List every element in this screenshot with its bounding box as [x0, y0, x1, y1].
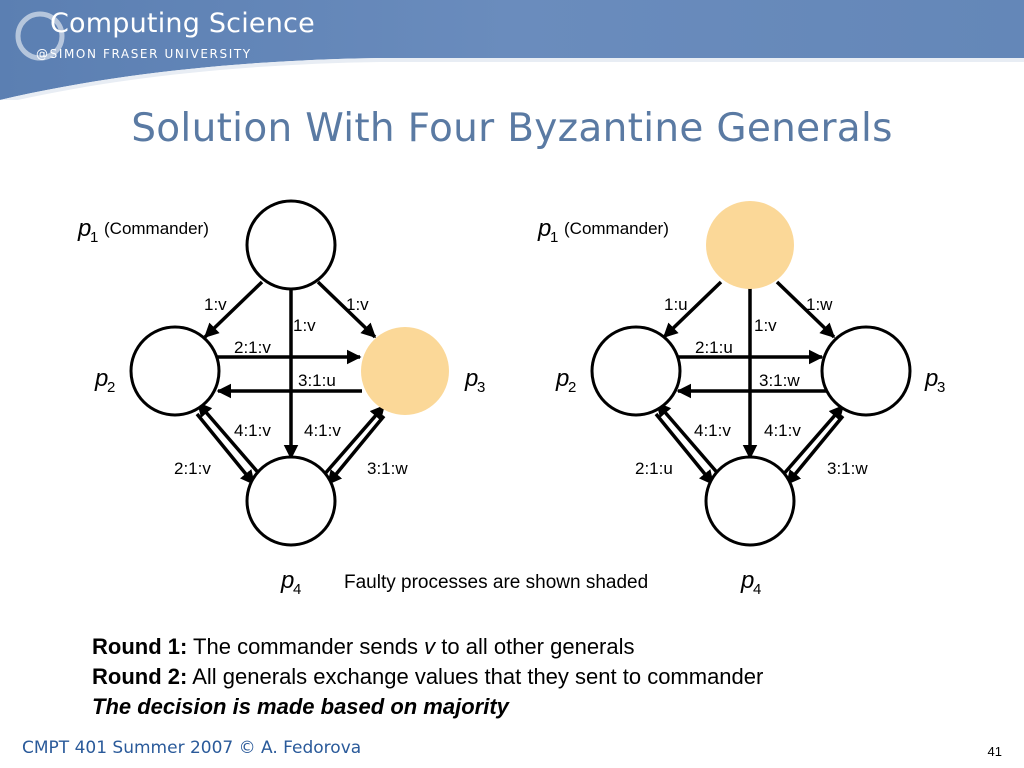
node-p1: [245, 199, 337, 291]
label-p2-p3: 2:1:v: [234, 338, 271, 357]
sub-p2: 2: [107, 379, 115, 396]
label-p2-p3: 2:1:u: [695, 338, 733, 357]
edge-p1-p2: [203, 280, 264, 339]
label-p4-p3: 4:1:v: [304, 421, 341, 440]
round-2-label: Round 2:: [92, 664, 188, 689]
edge-p1-p2: [662, 280, 723, 339]
round-1-label: Round 1:: [92, 634, 188, 659]
round-1-line: Round 1: The commander sends v to all ot…: [92, 632, 763, 662]
sub-p1: 1: [90, 229, 98, 246]
name-p2: p: [94, 365, 108, 392]
logo-title: Computing Science: [50, 8, 315, 39]
node-p2: [590, 325, 682, 417]
label-p1-p2: 1:v: [204, 295, 227, 314]
decision-line: The decision is made based on majority: [92, 694, 509, 719]
slide-title: Solution With Four Byzantine Generals: [131, 106, 893, 151]
sub-p3: 3: [937, 379, 945, 396]
node-p3: [820, 325, 912, 417]
label-p2-p4: 2:1:u: [635, 459, 673, 478]
round-1-text-a: The commander sends: [193, 634, 425, 659]
page-number: 41: [987, 744, 1002, 759]
label-p2-p4: 2:1:v: [174, 459, 211, 478]
edge-p3-p4: [326, 414, 386, 486]
round-2-line: Round 2: All generals exchange values th…: [92, 662, 763, 692]
name-p4: p: [740, 567, 754, 594]
node-p2: [129, 325, 221, 417]
edge-p2-p4: [654, 412, 715, 486]
edge-p1-p3: [775, 280, 836, 339]
label-p4-p3: 4:1:v: [764, 421, 801, 440]
name-p2: p: [555, 365, 569, 392]
rounds-text: Round 1: The commander sends v to all ot…: [92, 632, 763, 722]
edge-p1-p3: [316, 280, 377, 339]
node-p1-faulty: [706, 201, 794, 289]
faulty-caption: Faulty processes are shown shaded: [344, 572, 649, 593]
label-p3-p4: 3:1:w: [367, 459, 408, 478]
sub-p3: 3: [477, 379, 485, 396]
round-1-text-b: to all other generals: [435, 634, 635, 659]
edge-p3-p4: [785, 414, 845, 486]
commander-note: (Commander): [564, 219, 669, 238]
label-p1-p2: 1:u: [664, 295, 688, 314]
sub-p1: 1: [550, 229, 558, 246]
commander-note: (Commander): [104, 219, 209, 238]
round-1-var: v: [424, 634, 436, 659]
name-p3: p: [924, 365, 938, 392]
sub-p2: 2: [568, 379, 576, 396]
node-p4: [704, 455, 796, 547]
label-p1-p3: 1:w: [806, 295, 833, 314]
logo-subtitle: @SIMON FRASER UNIVERSITY: [36, 47, 252, 61]
name-p3: p: [464, 365, 478, 392]
label-p1-p3: 1:v: [346, 295, 369, 314]
diagram-left: 1:v 1:v 1:v 2:1:v 3:1:u 4:1:v 4:1:v 2:1:…: [77, 199, 485, 598]
header-banner: Computing Science @SIMON FRASER UNIVERSI…: [0, 0, 1024, 100]
name-p1: p: [537, 215, 551, 242]
node-p3-faulty: [361, 327, 449, 415]
label-p4-p2: 4:1:v: [234, 421, 271, 440]
label-p3-p4: 3:1:w: [827, 459, 868, 478]
footer-course: CMPT 401 Summer 2007 © A. Fedorova: [22, 738, 362, 758]
name-p1: p: [77, 215, 91, 242]
edge-p4-p2: [196, 401, 270, 486]
label-p3-p2: 3:1:w: [759, 371, 800, 390]
label-p4-p2: 4:1:v: [694, 421, 731, 440]
name-p4: p: [280, 567, 294, 594]
header-swoosh: [0, 0, 1024, 100]
diagram-right: 1:u 1:w 1:v 2:1:u 3:1:w 4:1:v 4:1:v 2:1:…: [537, 201, 945, 598]
label-p1-p4: 1:v: [293, 316, 316, 335]
label-p3-p2: 3:1:u: [298, 371, 336, 390]
node-p4: [245, 455, 337, 547]
sub-p4: 4: [293, 581, 301, 598]
edge-p2-p4: [195, 412, 256, 486]
round-2-text: All generals exchange values that they s…: [192, 664, 764, 689]
edge-p4-p2: [655, 401, 729, 486]
sub-p4: 4: [753, 581, 761, 598]
label-p1-p4: 1:v: [754, 316, 777, 335]
